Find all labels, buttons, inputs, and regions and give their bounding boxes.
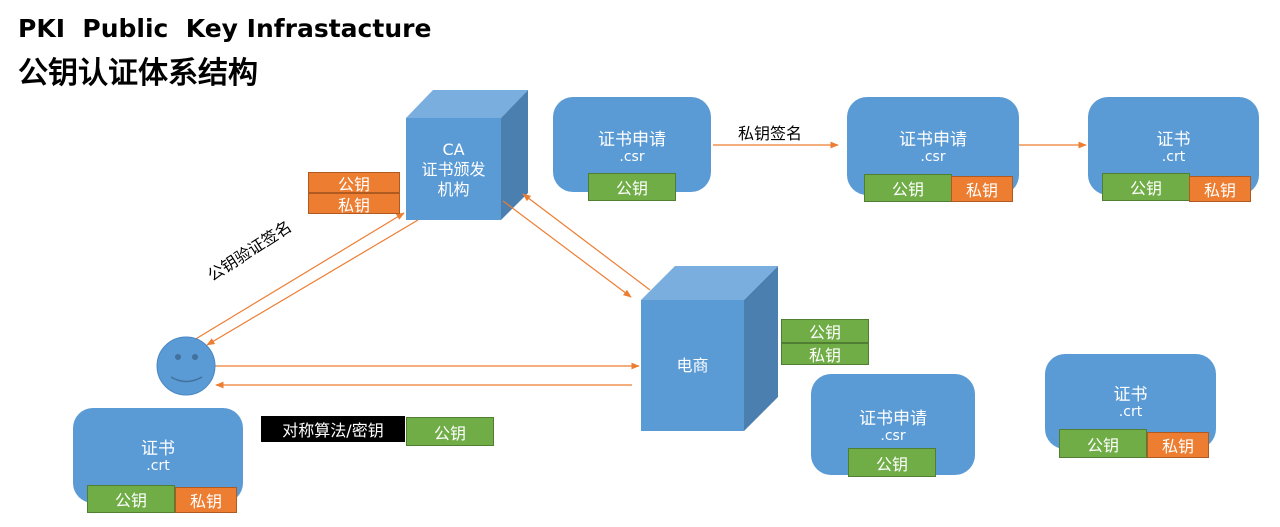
ca-label-line2: 证书颁发 xyxy=(421,160,486,179)
symmetric-public-key: 公钥 xyxy=(406,417,494,446)
crt-ext: .crt xyxy=(1161,149,1186,165)
ecommerce-label: 电商 xyxy=(676,356,709,375)
csr-unsigned-public-key: 公钥 xyxy=(588,173,676,201)
ecom-crt-private-key: 私钥 xyxy=(1147,432,1209,458)
ecom-crt-ext: .crt xyxy=(1118,404,1143,420)
ecom-crt-title: 证书 xyxy=(1113,385,1148,405)
ecommerce-cube-front xyxy=(641,300,744,431)
ca-cube-front xyxy=(406,118,501,220)
ecommerce-cube xyxy=(641,266,778,431)
title-chinese: 公钥认证体系结构 xyxy=(18,56,258,91)
arrow-ecommerce-to-ca xyxy=(522,193,651,291)
ecommerce-private-key: 私钥 xyxy=(781,343,869,365)
user-crt-public-key: 公钥 xyxy=(87,485,175,513)
csr-unsigned-ext: .csr xyxy=(619,149,645,165)
ca-cube xyxy=(406,90,528,220)
title-english: PKI Public Key Infrastacture xyxy=(18,14,432,43)
user-crt-title: 证书 xyxy=(141,439,175,459)
user-crt-private-key: 私钥 xyxy=(175,487,237,513)
ca-label: CA 证书颁发 机构 xyxy=(406,140,501,200)
ca-public-key: 公钥 xyxy=(308,172,400,194)
arrow-ca-to-user xyxy=(206,219,419,346)
ca-cube-top xyxy=(406,90,528,118)
ecommerce-cube-top xyxy=(641,266,778,300)
ecom-csr-ext: .csr xyxy=(880,428,906,444)
csr-unsigned-title: 证书申请 xyxy=(598,130,666,150)
ecom-csr-title: 证书申请 xyxy=(859,409,927,429)
csr-signed-private-key: 私钥 xyxy=(951,176,1013,202)
crt-public-key: 公钥 xyxy=(1102,173,1190,201)
ecom-crt-public-key: 公钥 xyxy=(1059,429,1147,458)
ecom-csr-public-key: 公钥 xyxy=(848,448,936,477)
crt-title: 证书 xyxy=(1156,130,1191,150)
smiley-face-icon xyxy=(156,336,216,396)
ca-label-line1: CA xyxy=(442,140,465,159)
sign-label: 私钥签名 xyxy=(738,124,803,143)
ca-cube-side xyxy=(501,90,528,220)
csr-signed-public-key: 公钥 xyxy=(864,174,952,202)
symmetric-key-label: 对称算法/密钥 xyxy=(261,416,405,442)
ecommerce-public-key: 公钥 xyxy=(781,319,869,343)
arrow-user-to-ca xyxy=(193,212,405,341)
ca-label-line3: 机构 xyxy=(437,180,470,199)
csr-signed-title: 证书申请 xyxy=(899,130,967,150)
crt-private-key: 私钥 xyxy=(1189,176,1251,202)
ecommerce-cube-side xyxy=(744,266,778,431)
user-crt-ext: .crt xyxy=(146,458,170,474)
ca-private-key: 私钥 xyxy=(308,193,400,215)
csr-signed-ext: .csr xyxy=(920,149,946,165)
arrow-ca-to-ecommerce xyxy=(502,200,632,298)
